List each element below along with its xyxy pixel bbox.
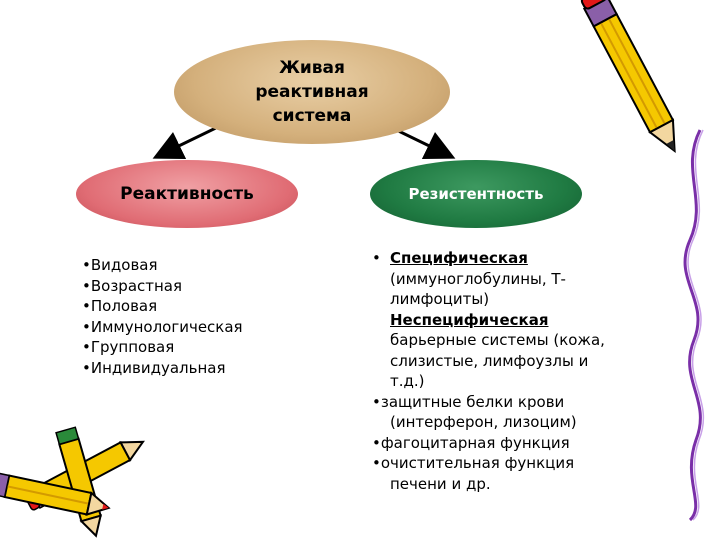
list-item: •Групповая xyxy=(82,338,175,356)
list-item: •защитные белки крови(интерферон, лизоци… xyxy=(372,392,577,432)
nonspecific-desc: барьерные системы (кожа, слизистые, лимф… xyxy=(390,331,605,390)
list-item: •Половая xyxy=(82,297,158,315)
reactivity-list: •Видовая •Возрастная •Половая •Иммунолог… xyxy=(82,255,243,378)
arrow-to-reactivity xyxy=(152,123,223,160)
specific-title: Специфическая xyxy=(390,249,528,267)
root-node-label: Живая реактивная система xyxy=(255,58,369,126)
list-item: •Видовая xyxy=(82,256,158,274)
resistance-list: • Специфическая (иммуноглобулины, Т-лимф… xyxy=(372,248,617,494)
reactivity-node-label: Реактивность xyxy=(120,184,254,204)
resistance-node: Резистентность xyxy=(370,160,582,228)
reactivity-node: Реактивность xyxy=(76,160,298,228)
specific-desc: (иммуноглобулины, Т-лимфоциты) xyxy=(390,269,566,309)
list-item: •фагоцитарная функция xyxy=(372,433,570,452)
list-item: •Индивидуальная xyxy=(82,358,226,377)
list-item: •Иммунологическая xyxy=(82,317,243,336)
list-item: •Возрастная xyxy=(82,276,183,295)
root-node: Живая реактивная система xyxy=(174,40,450,144)
resistance-node-label: Резистентность xyxy=(408,185,544,203)
list-item: • Специфическая (иммуноглобулины, Т-лимф… xyxy=(372,248,617,392)
nonspecific-title: Неспецифическая xyxy=(390,310,549,329)
